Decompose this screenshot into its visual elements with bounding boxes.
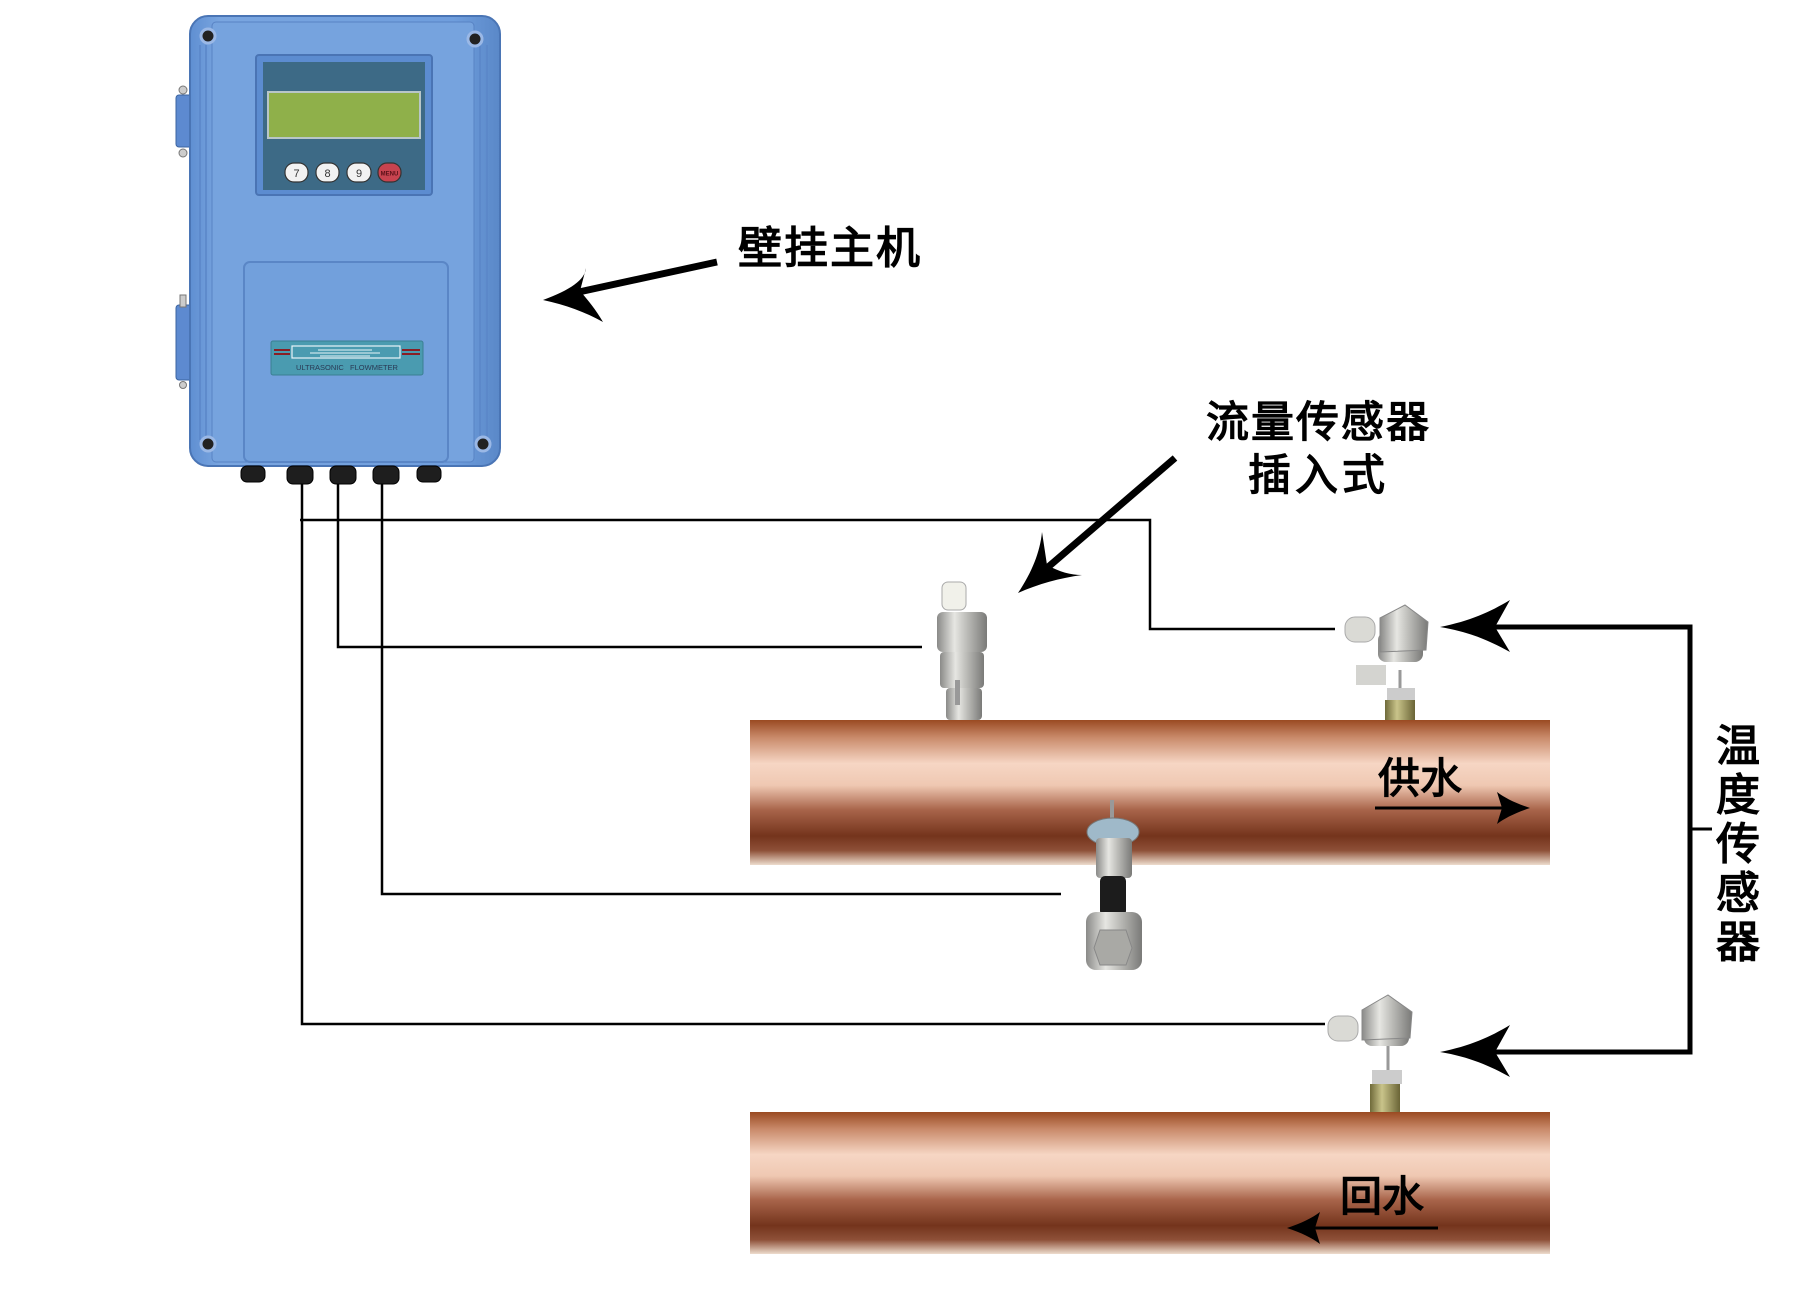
- flow-sensor-bottom: [1086, 800, 1142, 970]
- return-flow-arrow-icon: [1287, 1212, 1320, 1244]
- temp-sensor-label: 温度传感器: [1716, 721, 1760, 968]
- supply-flow-arrow-icon: [1497, 792, 1530, 824]
- lcd-screen: [267, 91, 421, 139]
- arrow-host: [564, 258, 718, 299]
- key-9-button[interactable]: [346, 162, 372, 183]
- wire-return-temp: [300, 482, 1325, 1026]
- supply-water-label: 供水: [1378, 754, 1463, 803]
- return-pipe: [750, 1112, 1550, 1254]
- keypad: 7 8 9 MENU: [284, 162, 402, 183]
- hinge-icon: [175, 85, 193, 389]
- nameplate-text: ULTRASONIC FLOWMETER: [296, 363, 399, 372]
- arrow-flow: [1037, 455, 1178, 577]
- return-water-label: 回水: [1340, 1172, 1425, 1221]
- wire-supply-temp: [300, 518, 1335, 631]
- key-8-label: 8: [324, 168, 330, 180]
- callout-arrows: [543, 258, 1712, 1244]
- cable-glands: [240, 465, 442, 485]
- temp-sensor-top: [1344, 604, 1429, 720]
- menu-button[interactable]: [377, 162, 402, 183]
- wire-flow-sensor-bottom: [380, 482, 1061, 896]
- arrow-flow-head: [1018, 532, 1082, 593]
- key-7-button[interactable]: [284, 162, 309, 183]
- key-8-button[interactable]: [315, 162, 340, 183]
- arrow-temp-bottom-head: [1440, 1025, 1510, 1077]
- wiring: [300, 482, 1335, 1026]
- supply-pipe: [750, 720, 1550, 865]
- flow-sensor-top: [937, 581, 987, 720]
- arrow-host-head: [543, 268, 603, 322]
- flow-sensor-type-label: 插入式: [1248, 451, 1389, 501]
- temp-sensor-bottom: [1327, 994, 1413, 1112]
- flow-sensor-label: 流量传感器: [1206, 398, 1431, 448]
- menu-label: MENU: [381, 172, 399, 178]
- nameplate: ULTRASONIC FLOWMETER: [270, 340, 424, 376]
- wall-mounted-host: 7 8 9 MENU ULTRASONIC FLOWMETER: [175, 15, 501, 485]
- key-7-label: 7: [293, 168, 299, 180]
- key-9-label: 9: [356, 168, 362, 180]
- arrow-temp-top-head: [1440, 600, 1510, 652]
- temp-bracket: [1460, 624, 1693, 1055]
- screw-icon: [199, 27, 492, 453]
- wire-flow-sensor-top: [336, 482, 922, 649]
- host-label: 壁挂主机: [738, 223, 922, 274]
